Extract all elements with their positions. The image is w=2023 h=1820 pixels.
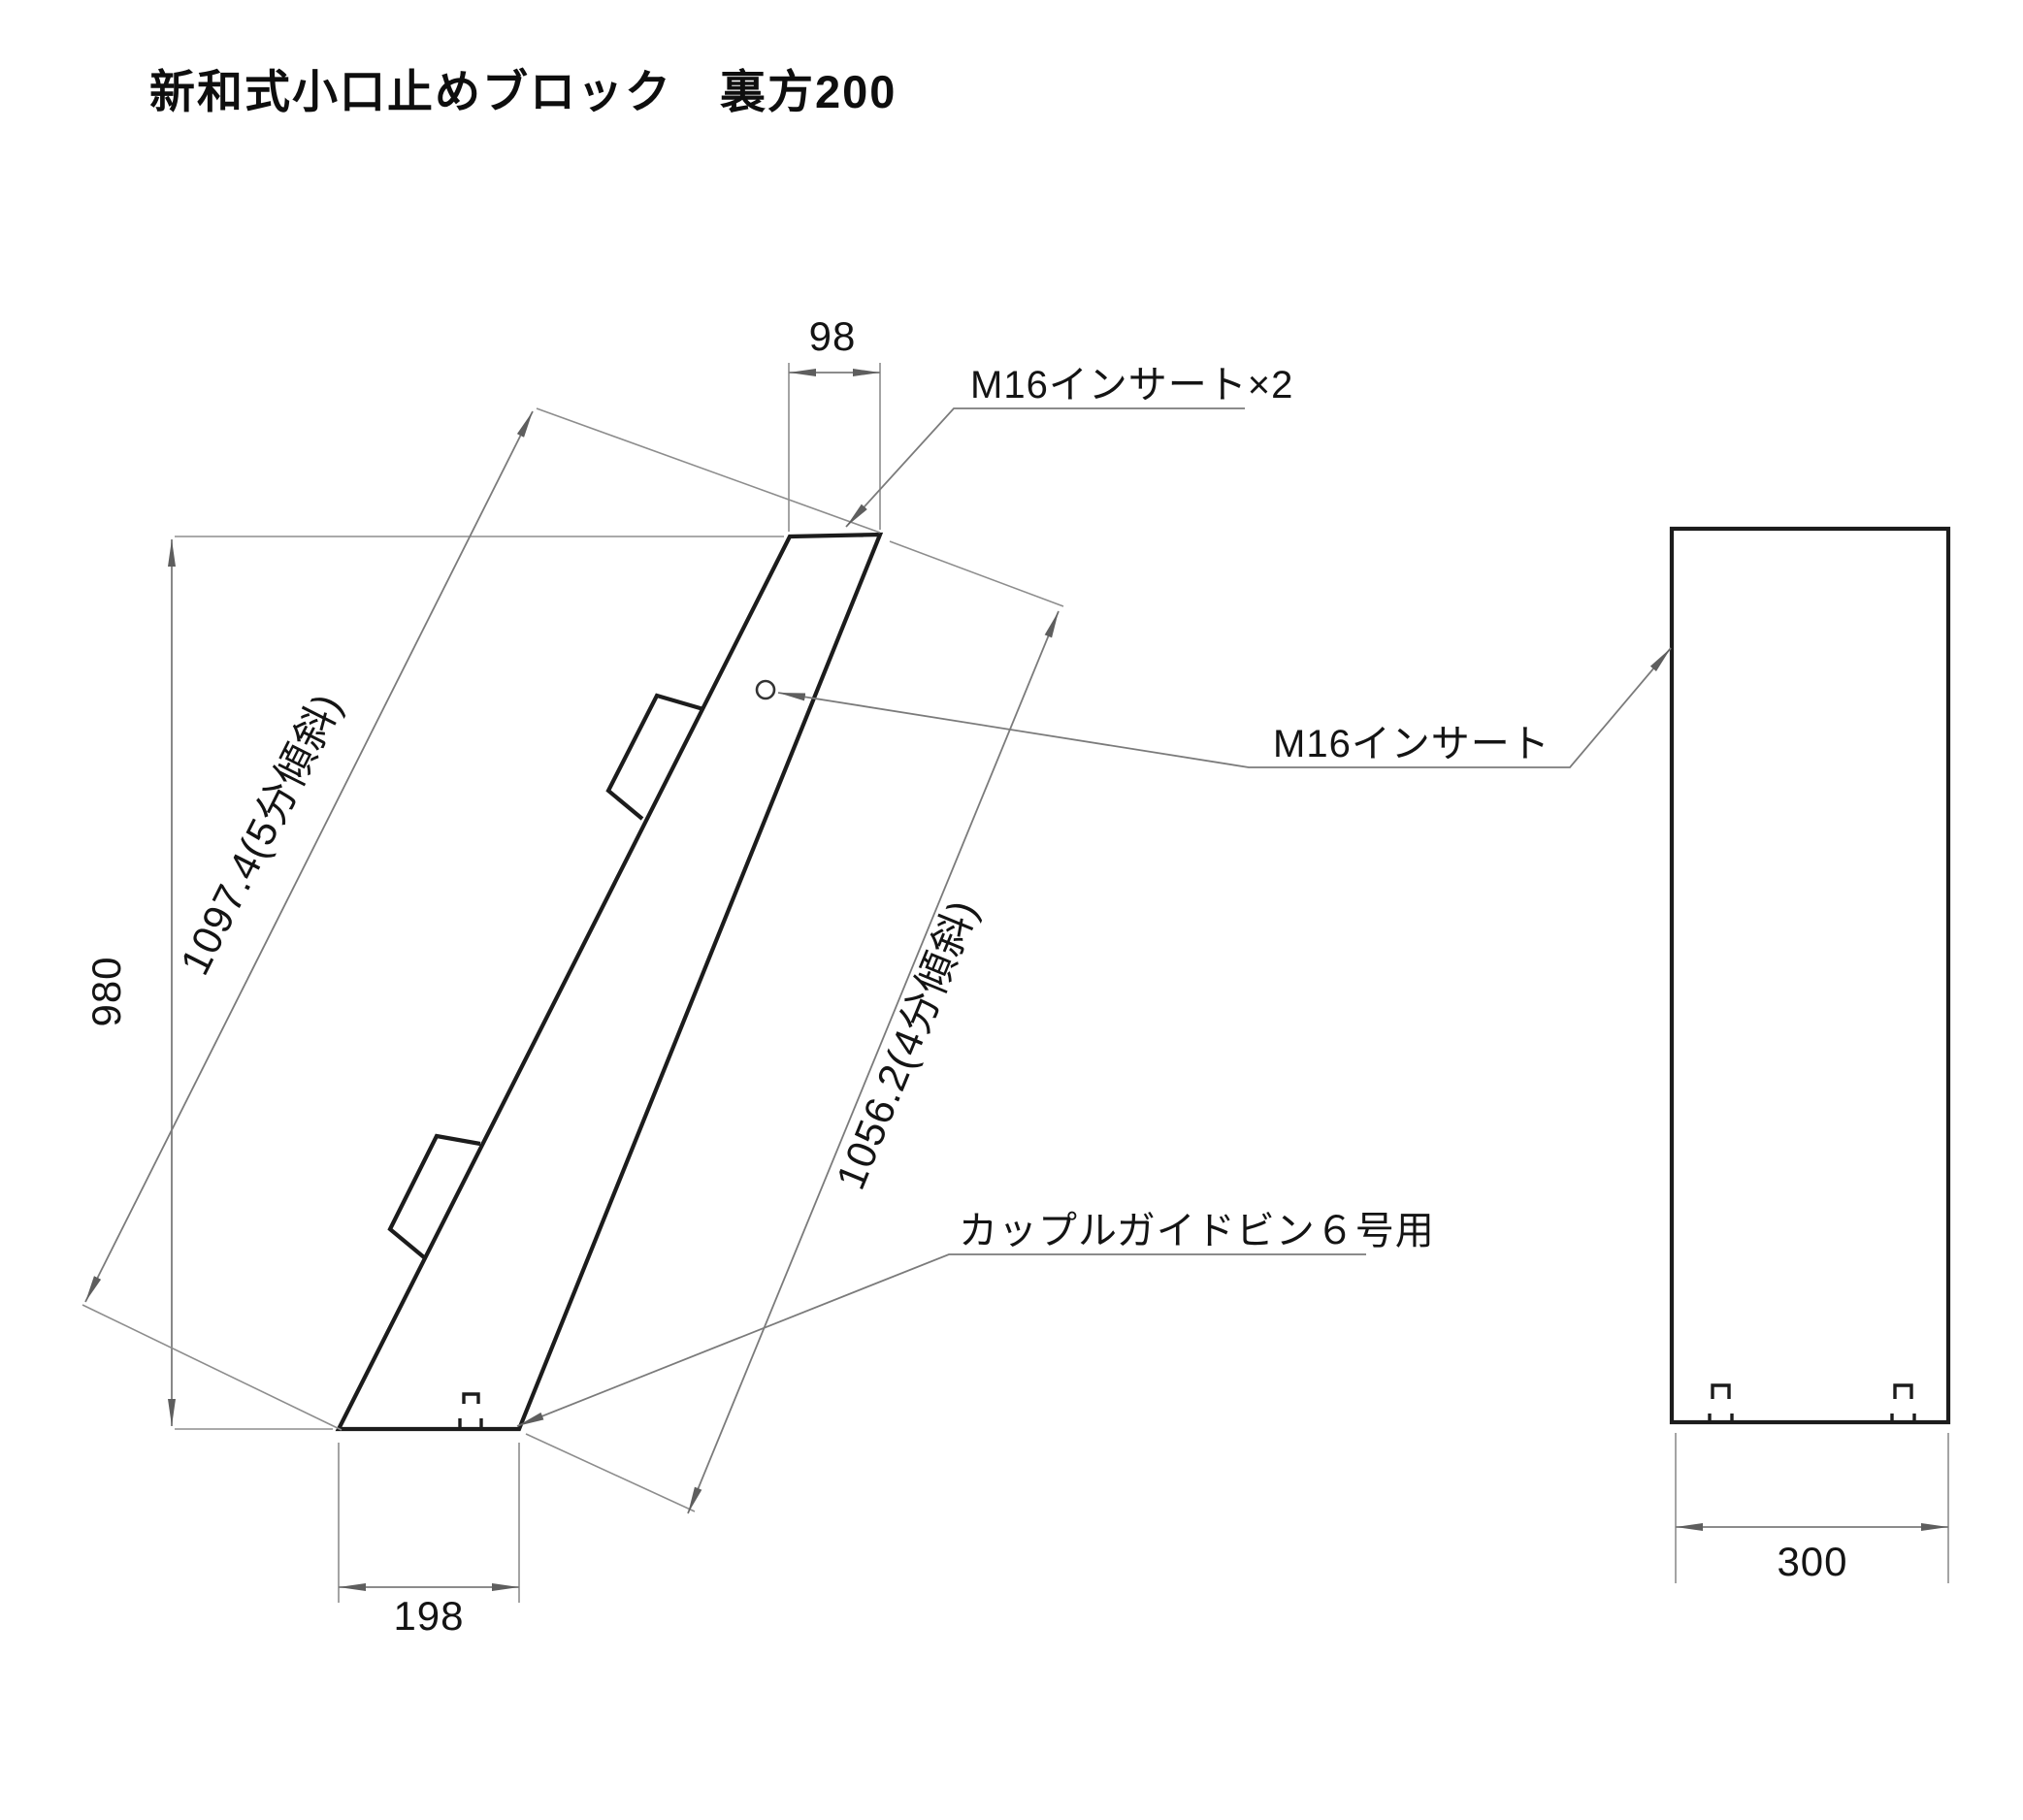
dim-front-width: 300 — [1675, 1433, 1949, 1584]
label-m16-insert-x2: M16インサート×2 — [845, 364, 1293, 528]
label-guide-pin: カップルガイドビン６号用 — [516, 1210, 1435, 1427]
dim-left-slant: 1097.4(5分傾斜) — [82, 407, 881, 1431]
label-m16-insert-text: M16インサート — [1273, 723, 1550, 765]
dim-front-width-value: 300 — [1777, 1539, 1847, 1584]
dim-bottom-width: 198 — [338, 1443, 520, 1639]
front-view-block-outline — [1669, 526, 1951, 1425]
side-view-step-upper — [605, 693, 704, 821]
label-m16-insert: M16インサート — [777, 647, 1672, 768]
drawing-title: 新和式小口止めブロック 裏方200 — [149, 66, 897, 117]
side-view-guide-pin-mark — [458, 1392, 483, 1429]
dim-right-slant-value: 1056.2(4分傾斜) — [828, 894, 987, 1196]
dim-left-slant-value: 1097.4(5分傾斜) — [172, 686, 351, 982]
label-guide-pin-text: カップルガイドビン６号用 — [959, 1210, 1435, 1252]
dim-height: 980 — [83, 536, 784, 1430]
dim-top-width: 98 — [788, 313, 881, 532]
dim-height-value: 980 — [83, 956, 129, 1026]
front-view — [1669, 526, 1951, 1425]
front-view-guide-pin-mark-left — [1708, 1383, 1734, 1424]
side-view-block-outline — [335, 532, 884, 1432]
side-view — [335, 532, 884, 1432]
dim-right-slant: 1056.2(4分傾斜) — [525, 540, 1064, 1514]
front-view-guide-pin-mark-right — [1890, 1383, 1916, 1424]
dim-top-width-value: 98 — [809, 313, 857, 359]
m16-insert-circle — [755, 679, 776, 700]
dim-bottom-width-value: 198 — [393, 1593, 464, 1639]
label-m16-insert-x2-text: M16インサート×2 — [970, 364, 1293, 406]
